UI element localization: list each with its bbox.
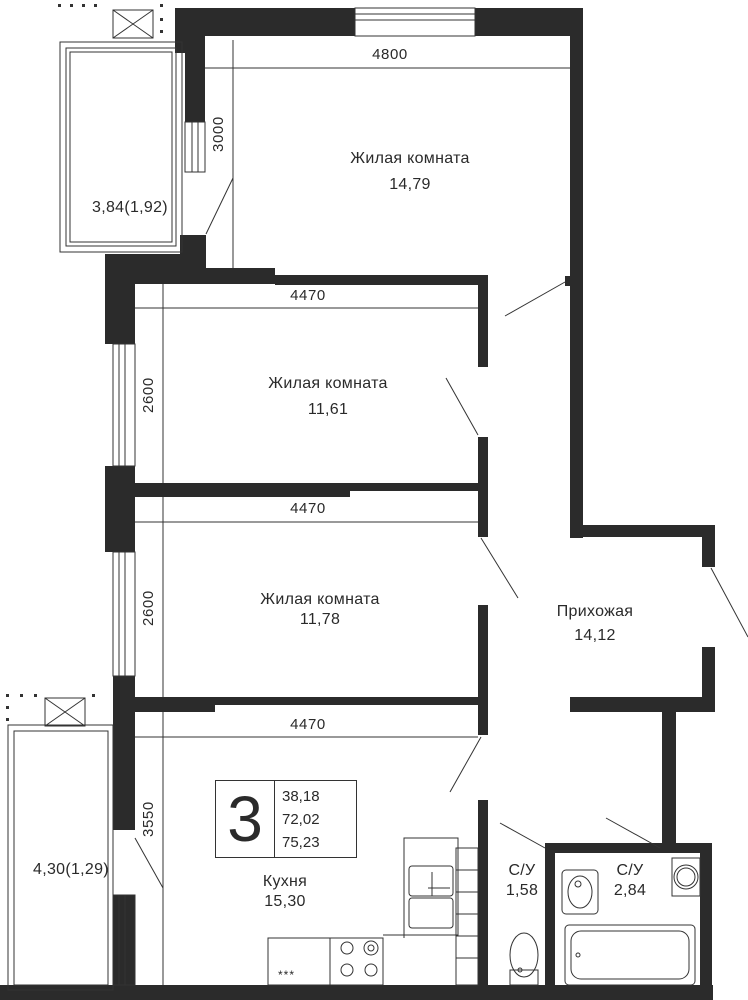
room-label-wc-2: С/У [616,862,644,879]
dimension-top-width: 4800 [372,46,408,63]
room-label-kitchen: Кухня [262,873,308,890]
room-area-wc-1: 1,58 [505,882,539,899]
living-area: 38,18 [282,788,320,805]
dimension-top-height: 3000 [210,116,227,152]
room-area-living-2: 11,61 [307,401,349,418]
room-area-living-1: 14,79 [389,176,431,193]
room-area-wc-2: 2,84 [613,882,647,899]
rooms-count: 3 [227,783,263,855]
thin-lines [7,7,748,991]
apartment-summary-badge: 3 38,18 72,02 75,23 [215,780,357,858]
badge-areas: 38,18 72,02 75,23 [282,785,320,854]
room-label-living-2: Жилая комната [268,375,388,392]
badge-divider [274,781,275,857]
dimension-room3-height: 2600 [140,590,157,626]
room-label-living-3: Жилая комната [260,591,380,608]
room-label-hallway: Прихожая [556,603,634,620]
room-label-living-1: Жилая комната [350,150,470,167]
balcony-area-top: 3,84(1,92) [92,199,168,216]
walls [0,8,715,1000]
balcony-area-bottom: 4,30(1,29) [33,861,109,878]
area-with-balcony: 75,23 [282,834,320,851]
total-area: 72,02 [282,811,320,828]
dimension-room2-height: 2600 [140,377,157,413]
dimension-room2-width: 4470 [290,287,326,304]
stove-marker: *** [278,968,296,982]
dotted-marks [6,4,163,721]
room-area-hallway: 14,12 [574,627,616,644]
room-area-living-3: 11,78 [299,611,341,628]
room-label-wc-1: С/У [508,862,536,879]
dimension-kitchen-width: 4470 [290,716,326,733]
room-area-kitchen: 15,30 [264,893,306,910]
dimension-kitchen-height: 3550 [140,801,157,837]
dimension-room3-width: 4470 [290,500,326,517]
